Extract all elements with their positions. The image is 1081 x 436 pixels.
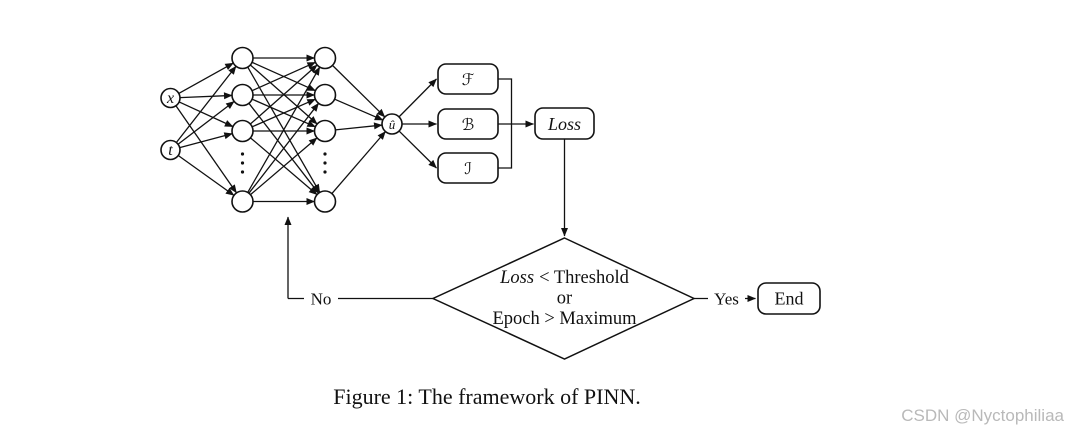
watermark: CSDN @Nyctophiliaa — [901, 406, 1064, 425]
yes-label: Yes — [714, 290, 739, 309]
ellipsis-dot — [323, 170, 327, 174]
network-edge — [175, 105, 238, 194]
ellipsis-dot — [323, 152, 327, 156]
ellipsis-dot — [240, 170, 245, 174]
network-edge — [398, 130, 437, 169]
network-edges — [175, 54, 437, 205]
neural-network: x t û — [160, 46, 403, 213]
network-edge — [248, 102, 320, 194]
end-box — [757, 282, 821, 315]
ellipsis-dot — [323, 161, 327, 165]
network-edge — [331, 131, 386, 194]
network-edge — [178, 101, 234, 128]
network-edge — [398, 78, 437, 118]
no-label-mask — [304, 289, 338, 309]
decision-line2: or — [557, 289, 572, 309]
boundary-label: ℬ — [462, 115, 475, 134]
network-edge — [250, 137, 318, 196]
loss-box — [534, 107, 595, 140]
initial-label: ℐ — [464, 159, 472, 178]
input-node-t — [160, 139, 181, 161]
hidden2-node — [313, 119, 337, 143]
hidden1-node — [231, 83, 254, 107]
network-edge — [332, 64, 386, 118]
input-node-x — [160, 87, 181, 109]
network-edge — [247, 66, 321, 193]
hidden1-node — [231, 46, 254, 70]
network-edge — [251, 61, 316, 92]
initial-box — [437, 152, 499, 184]
decision-diamond — [431, 237, 696, 360]
ellipsis-dot — [240, 161, 245, 165]
network-edge — [335, 122, 383, 131]
hidden2-node — [313, 46, 337, 70]
decision-line3: Epoch > Maximum — [492, 309, 637, 329]
decision-threshold-text: < Threshold — [539, 268, 629, 288]
pde-residual-box — [437, 63, 499, 95]
hidden1-node — [231, 119, 254, 143]
network-edge — [178, 62, 234, 94]
network-edge — [251, 98, 316, 128]
network-edge — [179, 132, 233, 149]
hidden2-node — [313, 83, 337, 107]
network-edge — [175, 65, 237, 143]
input-label-t: t — [168, 142, 173, 159]
network-edge — [179, 92, 233, 100]
no-label: No — [311, 290, 332, 309]
end-label: End — [775, 289, 804, 309]
network-edge — [177, 100, 235, 145]
pde-residual-label: ℱ — [462, 70, 475, 89]
decision-loss-word: Loss — [499, 268, 534, 288]
decision-line1: Loss< Threshold — [499, 268, 629, 288]
ellipsis-dot — [240, 152, 245, 156]
hidden2-node — [313, 190, 337, 213]
network-edge — [249, 64, 318, 125]
boundary-box — [437, 108, 499, 140]
output-label-u: û — [389, 117, 396, 132]
figure-caption: Figure 1: The framework of PINN. — [333, 384, 641, 409]
hidden1-node — [231, 190, 254, 213]
loss-label: Loss — [547, 114, 581, 134]
yes-label-mask — [708, 289, 745, 309]
operator-boxes: ℱ ℬ ℐ — [437, 63, 499, 184]
input-label-x: x — [166, 90, 174, 107]
output-node-u — [381, 113, 403, 135]
network-edge — [334, 98, 384, 121]
network-edge — [177, 155, 235, 196]
